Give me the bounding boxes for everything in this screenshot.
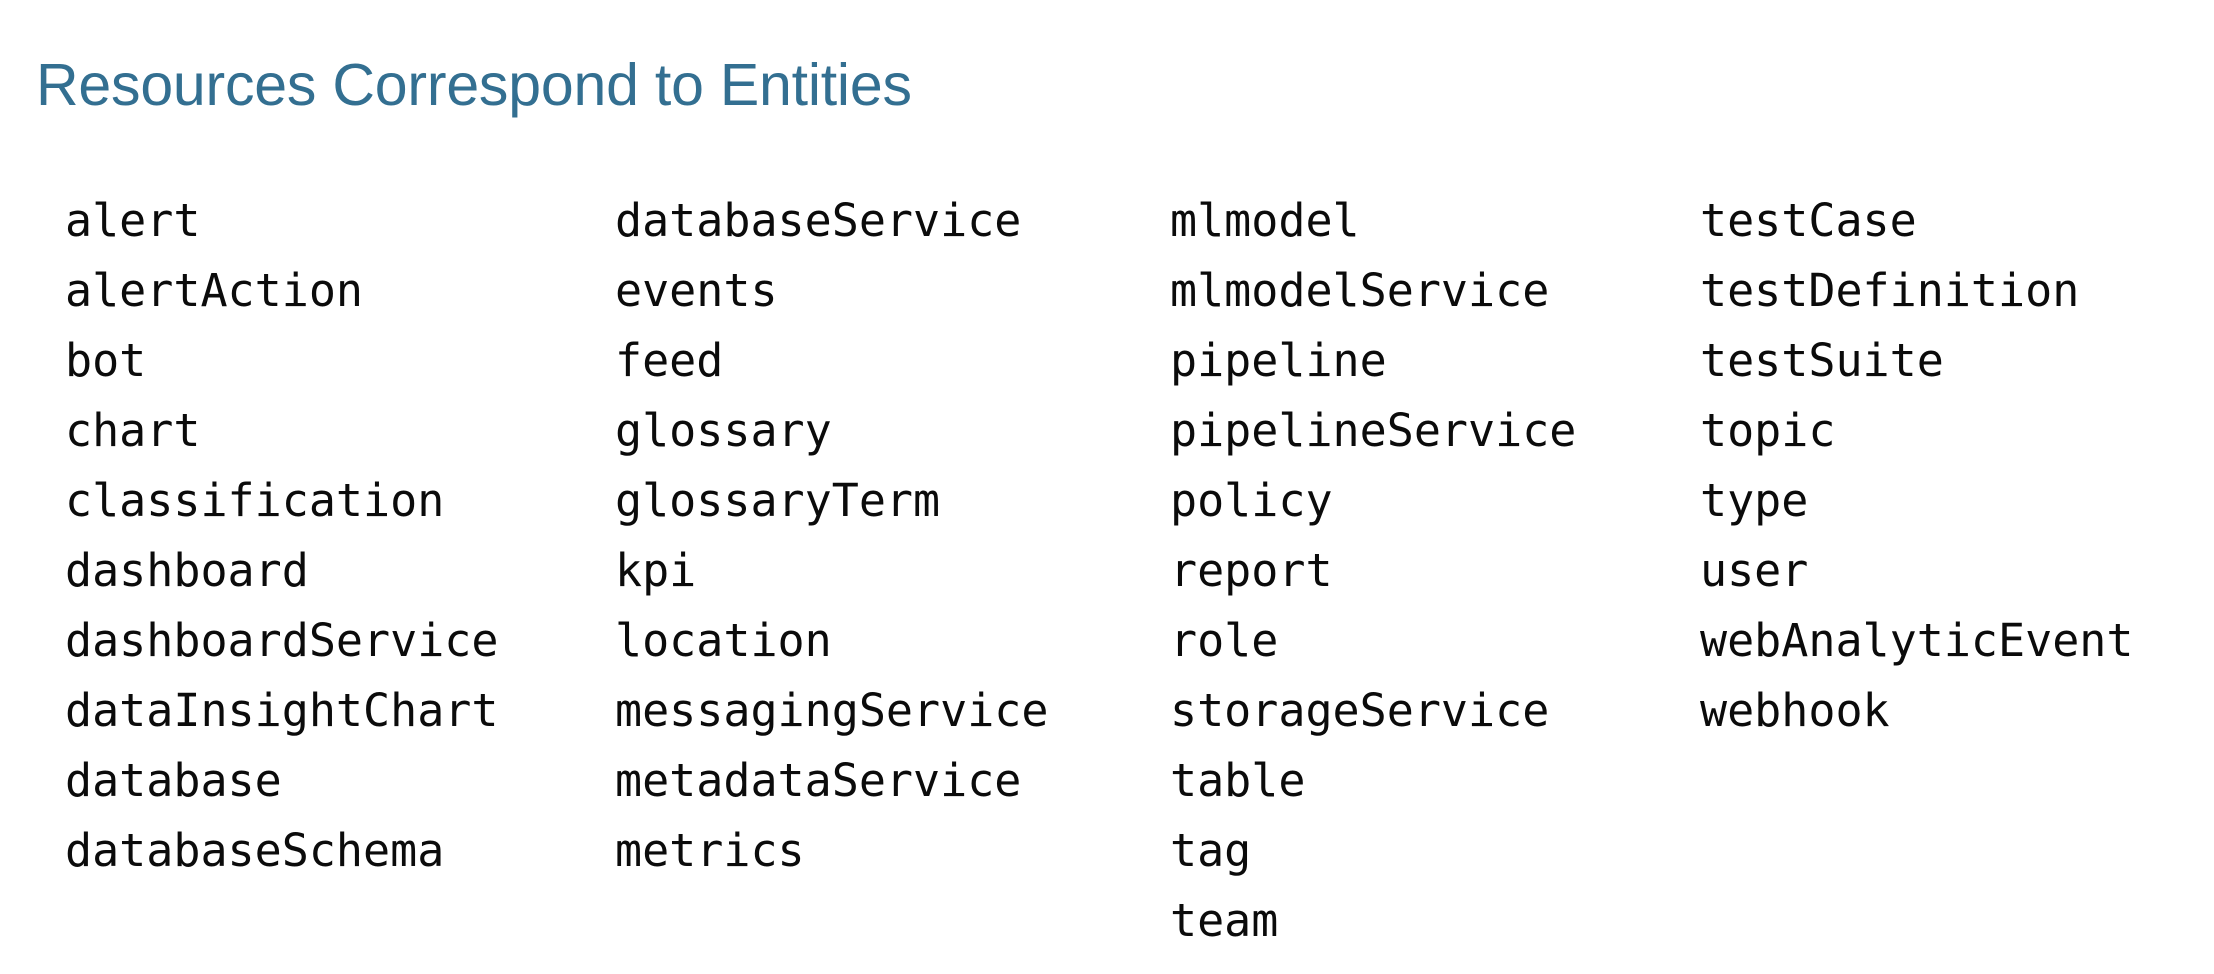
entity-item: events	[615, 264, 778, 317]
entity-column-3: mlmodel mlmodelService pipeline pipeline…	[1170, 186, 1700, 956]
entity-item: glossaryTerm	[615, 474, 941, 527]
entity-item: testCase	[1700, 194, 1917, 247]
entity-item: type	[1700, 474, 1809, 527]
entity-item: topic	[1700, 404, 1836, 457]
entity-item: dashboard	[65, 544, 309, 597]
page-title: Resources Correspond to Entities	[36, 51, 912, 118]
entity-item: dashboardService	[65, 614, 499, 667]
entity-item: webhook	[1700, 684, 1890, 737]
entity-column-2: databaseService events feed glossary glo…	[615, 186, 1170, 886]
entity-item: table	[1170, 754, 1306, 807]
entity-item: metrics	[615, 824, 805, 877]
entity-item: glossary	[615, 404, 832, 457]
entity-item: storageService	[1170, 684, 1550, 737]
entity-item: databaseSchema	[65, 824, 445, 877]
entity-item: chart	[65, 404, 201, 457]
entity-item: tag	[1170, 824, 1252, 877]
entity-item: alertAction	[65, 264, 364, 317]
entity-item: pipelineService	[1170, 404, 1577, 457]
entity-item: dataInsightChart	[65, 684, 499, 737]
entity-item: user	[1700, 544, 1809, 597]
entity-item: databaseService	[615, 194, 1022, 247]
entity-item: testDefinition	[1700, 264, 2080, 317]
entity-item: alert	[65, 194, 201, 247]
entity-item: pipeline	[1170, 334, 1387, 387]
entity-item: policy	[1170, 474, 1333, 527]
entity-item: metadataService	[615, 754, 1022, 807]
entity-item: team	[1170, 894, 1279, 947]
entity-item: bot	[65, 334, 147, 387]
entity-item: feed	[615, 334, 724, 387]
entity-item: testSuite	[1700, 334, 1944, 387]
entity-column-1: alert alertAction bot chart classificati…	[0, 186, 615, 886]
entity-item: classification	[65, 474, 445, 527]
entity-item: mlmodelService	[1170, 264, 1550, 317]
entity-item: kpi	[615, 544, 697, 597]
entity-column-4: testCase testDefinition testSuite topic …	[1700, 186, 2214, 746]
entity-item: database	[65, 754, 282, 807]
entity-item: role	[1170, 614, 1279, 667]
entity-item: mlmodel	[1170, 194, 1360, 247]
entity-item: location	[615, 614, 832, 667]
entity-item: webAnalyticEvent	[1700, 614, 2134, 667]
entity-item: messagingService	[615, 684, 1049, 737]
entity-item: report	[1170, 544, 1333, 597]
entity-list-columns: alert alertAction bot chart classificati…	[0, 186, 2214, 956]
